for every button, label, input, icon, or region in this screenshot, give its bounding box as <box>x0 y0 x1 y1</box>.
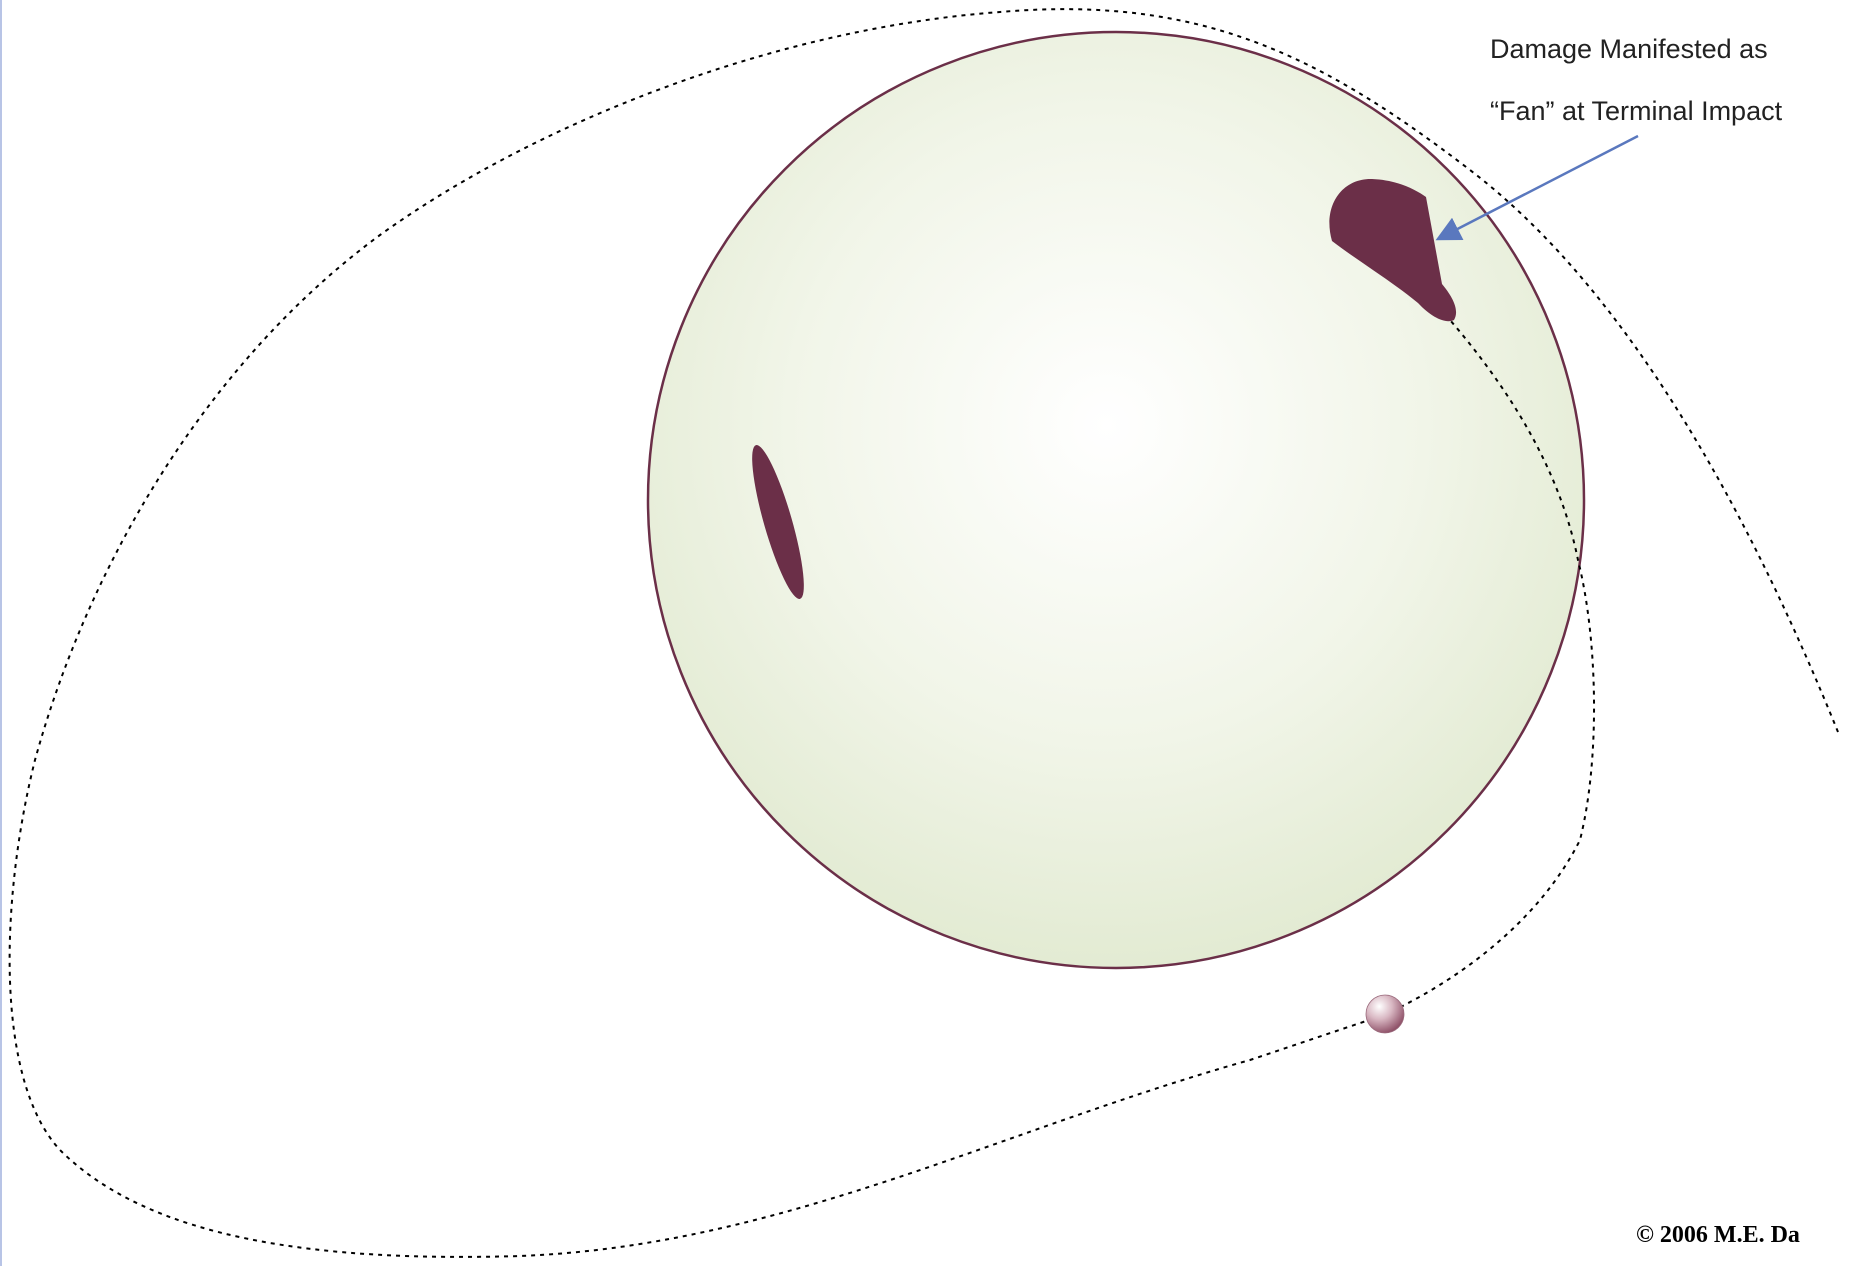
copyright-notice: © 2006 M.E. Da <box>1636 1222 1800 1248</box>
damage-callout-label: Damage Manifested as “Fan” at Terminal I… <box>1490 18 1782 142</box>
callout-arrow <box>1435 134 1639 241</box>
left-border-rule <box>0 0 2 1266</box>
fan-damage-mark <box>1329 178 1457 322</box>
damage-streak-mark <box>752 445 804 599</box>
impact-trajectory-path <box>1383 319 1596 1016</box>
projectile-sphere <box>1365 994 1405 1034</box>
planet-sphere <box>646 30 1586 970</box>
callout-line-1: Damage Manifested as <box>1490 34 1768 64</box>
callout-line-2: “Fan” at Terminal Impact <box>1490 96 1783 126</box>
